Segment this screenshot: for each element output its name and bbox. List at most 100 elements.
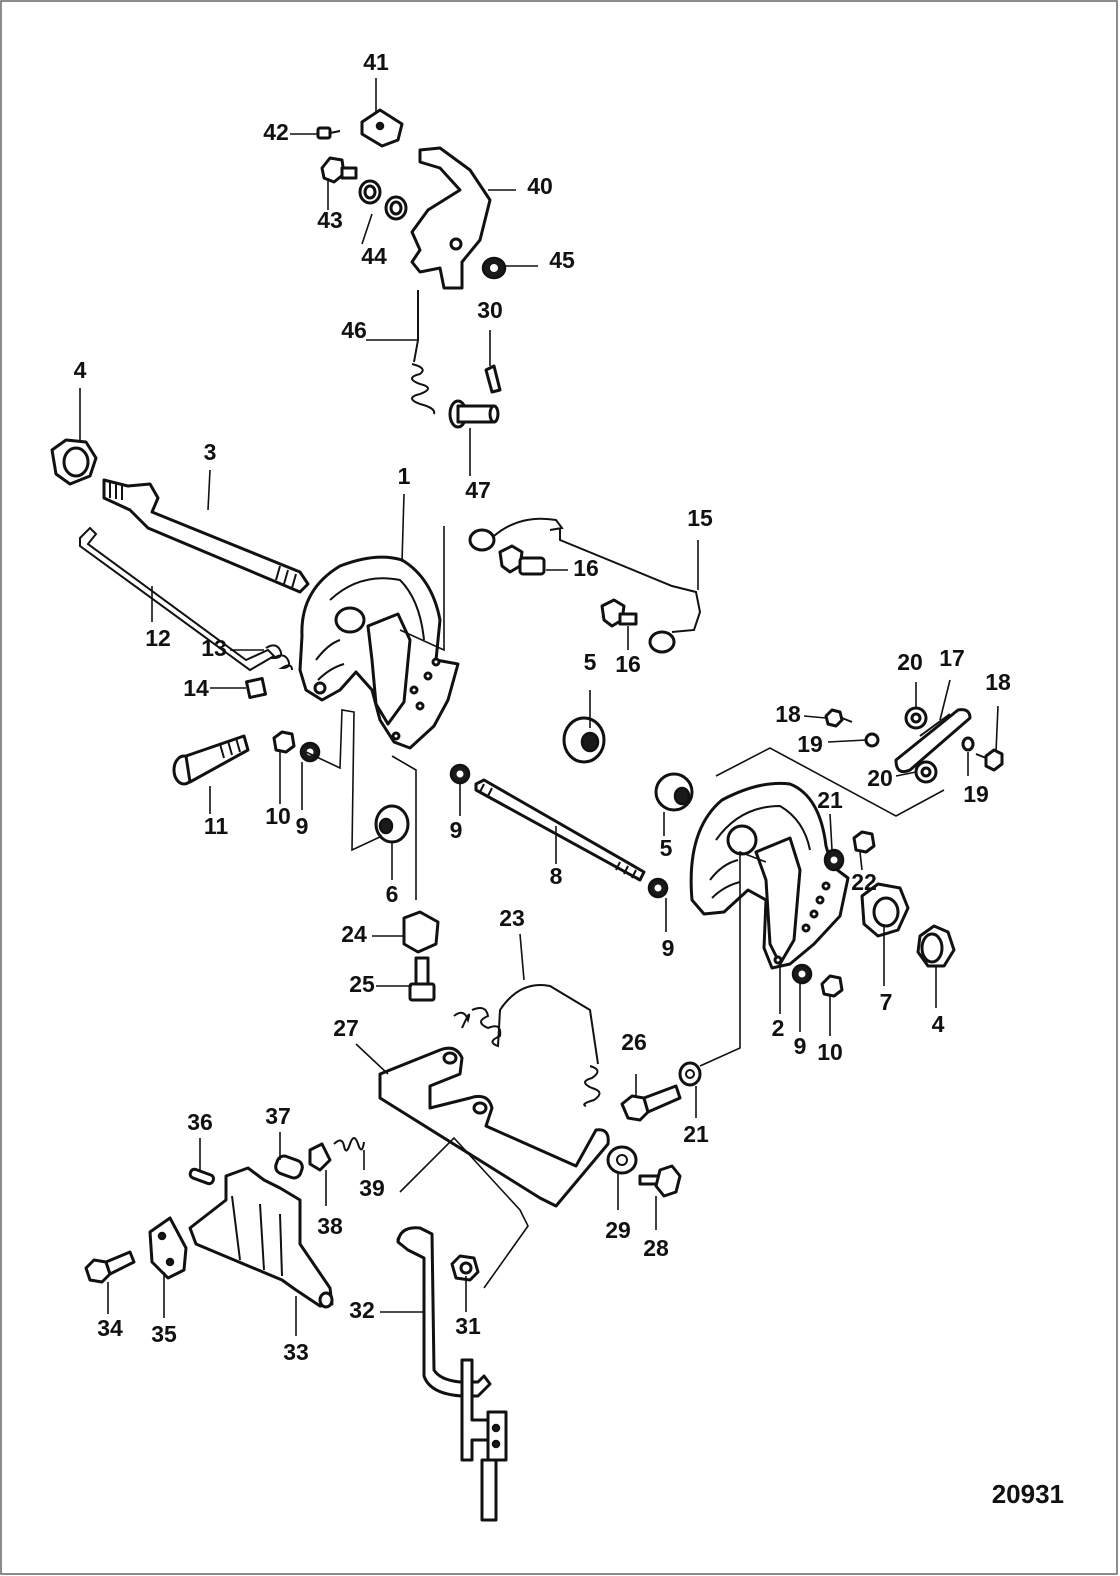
- part-11-bolt: [172, 734, 250, 786]
- callout-20-b: 20: [867, 765, 893, 791]
- left-clamp-assembly: [50, 438, 460, 1002]
- part-34-bolt: [84, 1250, 136, 1284]
- callout-47: 47: [465, 477, 491, 503]
- callout-34: 34: [97, 1315, 123, 1341]
- callout-19-a: 19: [797, 731, 823, 757]
- callout-18-b: 18: [985, 669, 1011, 695]
- part-5-bushing-center: [562, 716, 606, 764]
- callout-3: 3: [204, 439, 217, 465]
- part-47-pin: [448, 399, 500, 429]
- part-10-nut-right: [820, 974, 844, 998]
- callout-24: 24: [341, 921, 367, 947]
- part-17-link-plate: [894, 708, 972, 774]
- callout-29: 29: [605, 1217, 631, 1243]
- callout-18-a: 18: [775, 701, 801, 727]
- part-19-ring-b: [961, 736, 975, 752]
- callout-4-left: 4: [74, 357, 87, 383]
- callout-2: 2: [772, 1015, 785, 1041]
- callout-38: 38: [317, 1213, 343, 1239]
- part-1-clamp-bracket-left: [298, 555, 460, 750]
- callout-15: 15: [687, 505, 713, 531]
- callout-35: 35: [151, 1321, 177, 1347]
- part-38-clip: [308, 1142, 332, 1172]
- part-24-block: [402, 910, 440, 954]
- callout-33: 33: [283, 1339, 309, 1365]
- callout-6: 6: [386, 881, 399, 907]
- part-13-spring: [265, 644, 293, 671]
- callout-21-b: 21: [683, 1121, 709, 1147]
- callout-32: 32: [349, 1297, 375, 1323]
- callout-13: 13: [201, 635, 227, 661]
- callout-42: 42: [263, 119, 289, 145]
- part-43-bolt: [320, 156, 358, 184]
- drawing-number: 20931: [992, 1479, 1064, 1509]
- part-36-pin: [188, 1167, 216, 1186]
- callout-5-right: 5: [660, 835, 673, 861]
- part-15-ring-terminal-a: [468, 528, 496, 552]
- callout-21-a: 21: [817, 787, 843, 813]
- callout-10-left: 10: [265, 803, 291, 829]
- part-2-clamp-bracket-right: [689, 781, 850, 970]
- callout-40: 40: [527, 173, 553, 199]
- leader-lines: [79, 78, 999, 1336]
- callout-10-right: 10: [817, 1039, 843, 1065]
- callout-9-left: 9: [296, 813, 309, 839]
- part-16-bolt-b: [600, 598, 638, 628]
- part-4-nut-left: [50, 438, 98, 486]
- part-10-nut-left: [272, 730, 296, 754]
- right-clamp-assembly: [654, 772, 956, 998]
- callout-25: 25: [349, 971, 375, 997]
- part-14-square-pad: [245, 677, 267, 699]
- callout-9-right: 9: [794, 1033, 807, 1059]
- callout-5-center: 5: [584, 649, 597, 675]
- callout-26: 26: [621, 1029, 647, 1055]
- part-16-bolt-a: [498, 544, 546, 576]
- callout-37: 37: [265, 1103, 291, 1129]
- callout-43: 43: [317, 207, 343, 233]
- callout-27: 27: [333, 1015, 359, 1041]
- callout-44: 44: [361, 243, 387, 269]
- callout-41: 41: [363, 49, 389, 75]
- callout-28: 28: [643, 1235, 669, 1261]
- callout-16-a: 16: [573, 555, 599, 581]
- part-5-bushing-right: [654, 772, 694, 812]
- part-32-shift-rod: [396, 1226, 508, 1522]
- part-19-ring-a: [864, 732, 880, 748]
- part-35-plate: [148, 1216, 188, 1280]
- callout-20-a: 20: [897, 649, 923, 675]
- part-27-bracket: [378, 1046, 610, 1208]
- part-7-nut: [860, 882, 910, 938]
- part-28-bolt: [638, 1164, 682, 1198]
- callout-16-b: 16: [615, 651, 641, 677]
- part-15-strap-wire: [559, 528, 702, 633]
- part-25-bolt: [408, 956, 436, 1002]
- callout-36: 36: [187, 1109, 213, 1135]
- callout-22: 22: [851, 869, 877, 895]
- callout-23: 23: [499, 905, 525, 931]
- callout-46: 46: [341, 317, 367, 343]
- part-30-cotter-pin: [484, 364, 502, 394]
- part-23-spring: [453, 984, 601, 1107]
- callout-12: 12: [145, 625, 171, 651]
- part-8-shaft: [474, 778, 646, 882]
- callout-4-right: 4: [932, 1011, 945, 1037]
- lever-assembly-top: [316, 108, 507, 429]
- part-33-lever-bracket: [188, 1166, 334, 1309]
- callout-17: 17: [939, 645, 965, 671]
- part-3-threaded-shaft: [102, 478, 310, 594]
- part-37-sleeve: [274, 1154, 304, 1180]
- part-22-nut: [852, 830, 876, 854]
- part-31-nut: [450, 1254, 480, 1282]
- callout-30: 30: [477, 297, 503, 323]
- callout-9-a: 9: [450, 817, 463, 843]
- callout-45: 45: [549, 247, 575, 273]
- part-39-spring: [333, 1137, 365, 1152]
- part-40-bracket: [410, 146, 492, 290]
- callout-14: 14: [183, 675, 209, 701]
- link-assembly: [824, 706, 1004, 784]
- callout-31: 31: [455, 1313, 481, 1339]
- part-26-bolt: [620, 1084, 682, 1122]
- callouts: 41 42 43 44 40 45 46 30 47 4 3 1 15 16 1…: [74, 49, 1011, 1365]
